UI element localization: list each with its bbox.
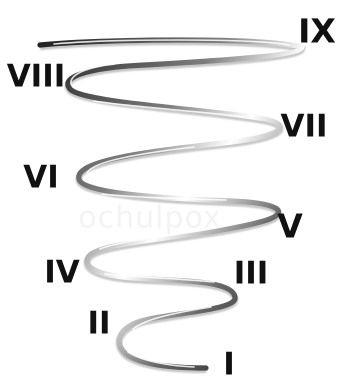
roman-numeral-8: VIII — [7, 62, 66, 93]
roman-numeral-7: VII — [280, 112, 327, 143]
roman-numeral-1: I — [223, 350, 235, 378]
roman-numeral-6: VI — [23, 163, 59, 194]
roman-numeral-9: IX — [298, 15, 336, 48]
roman-numeral-2: II — [87, 309, 110, 340]
roman-numeral-3: III — [234, 259, 269, 290]
roman-numeral-4: IV — [44, 258, 80, 289]
roman-numeral-5: V — [277, 210, 303, 243]
